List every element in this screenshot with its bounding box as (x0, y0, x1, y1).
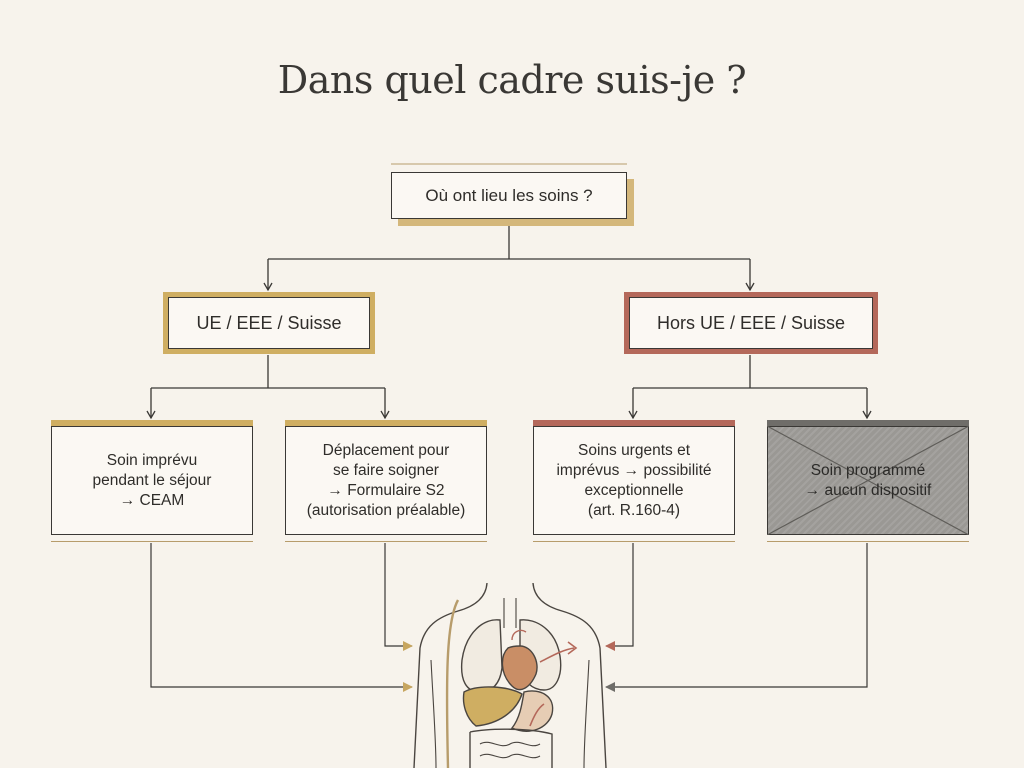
case-line: se faire soigner (333, 461, 439, 479)
root-question-label: Où ont lieu les soins ? (425, 185, 593, 205)
case-line: → aucun dispositif (804, 481, 932, 499)
case-line: Soin programmé (810, 461, 926, 479)
case-accent-band (285, 420, 487, 427)
case-underline (767, 541, 969, 542)
case-line: (art. R.160-4) (587, 501, 681, 519)
case-line: imprévus → possibilité (556, 461, 712, 479)
case-deplacement-formulaire-s2: Déplacement pour se faire soigner → Form… (285, 426, 487, 535)
root-to-branches-connector (263, 226, 755, 292)
case-accent-band (51, 420, 253, 427)
ue-to-cases-connector (146, 355, 390, 420)
root-question-box: Où ont lieu les soins ? (391, 172, 627, 219)
case-soin-imprevu-ceam: Soin imprévu pendant le séjour → CEAM (51, 426, 253, 535)
case-accent-band (533, 420, 735, 427)
cross-out-icon (766, 425, 969, 535)
case-underline (51, 541, 253, 542)
case-line: Déplacement pour (322, 441, 450, 459)
case-line: Soins urgents et (577, 441, 690, 459)
branch-hors-ue-eee-suisse: Hors UE / EEE / Suisse (624, 292, 878, 354)
branch-ue-eee-suisse: UE / EEE / Suisse (163, 292, 375, 354)
case-line: Soin imprévu (106, 451, 198, 469)
case-line: → Formulaire S2 (327, 481, 445, 499)
case-accent-band (767, 420, 969, 427)
case-line: pendant le séjour (92, 471, 212, 489)
branch-hors-ue-label: Hors UE / EEE / Suisse (656, 312, 846, 333)
case-line: exceptionnelle (584, 481, 684, 499)
case-line: (autorisation préalable) (306, 501, 466, 519)
case-line: → CEAM (119, 491, 185, 509)
case-soin-programme-aucun-dispositif: Soin programmé → aucun dispositif (766, 425, 969, 535)
page-title: Dans quel cadre suis-je ? (277, 58, 747, 102)
hors-ue-to-cases-connector (628, 355, 872, 420)
branch-ue-label: UE / EEE / Suisse (196, 312, 342, 333)
case-underline (285, 541, 487, 542)
cases-to-body-connectors (150, 543, 868, 692)
human-torso-anatomy-illustration (413, 582, 607, 768)
case-soins-urgents-hors-ue: Soins urgents et imprévus → possibilité … (533, 426, 735, 535)
case-underline (533, 541, 735, 542)
